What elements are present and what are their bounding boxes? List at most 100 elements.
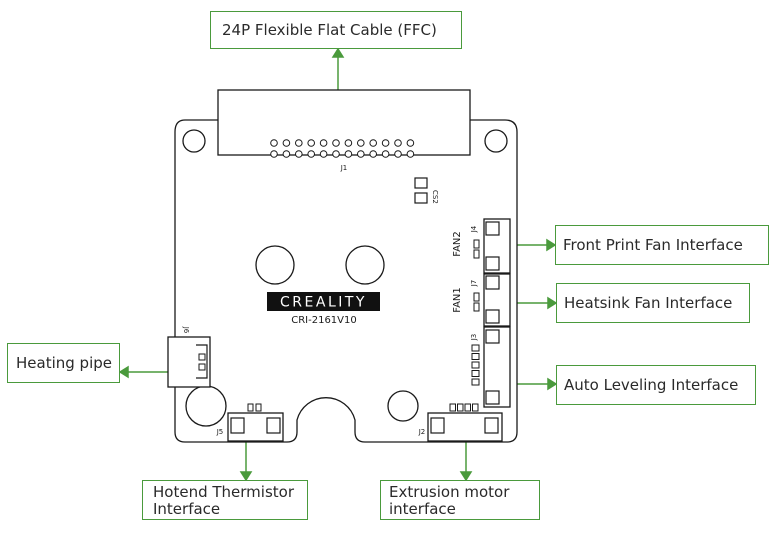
j3-pad-2 bbox=[485, 390, 500, 405]
silk-fan1: FAN1 bbox=[452, 287, 463, 313]
heating-pipe-callout: Heating pipe bbox=[7, 343, 120, 383]
j1-pin bbox=[344, 150, 353, 158]
front-fan-callout-text: Front Print Fan Interface bbox=[563, 236, 743, 254]
cs2-pad-top bbox=[414, 177, 428, 189]
j2-pin bbox=[449, 403, 456, 412]
creality-logo bbox=[267, 292, 380, 311]
thermistor-callout: Hotend Thermistor Interface bbox=[142, 480, 308, 520]
thermistor-callout-line2: Interface bbox=[153, 500, 221, 518]
j3-pin bbox=[471, 378, 480, 386]
j2-pin bbox=[472, 403, 479, 412]
j5-pad-1 bbox=[230, 417, 245, 434]
j4-pin-1 bbox=[473, 239, 480, 249]
creality-logo-text: CREALITY bbox=[280, 295, 367, 311]
mounting-hole-top-left bbox=[182, 129, 206, 153]
j1-pin bbox=[381, 150, 390, 158]
j1-pin bbox=[307, 139, 316, 147]
j2-pin-array bbox=[449, 403, 479, 412]
j2-pad-1 bbox=[430, 417, 445, 434]
j1-pin bbox=[282, 139, 291, 147]
j1-pin bbox=[344, 139, 353, 147]
silk-j4: J4 bbox=[470, 225, 478, 233]
j3-pin bbox=[471, 370, 480, 377]
j2-pin bbox=[457, 403, 464, 412]
j3-pin-array bbox=[471, 344, 480, 386]
heating-pipe-callout-text: Heating pipe bbox=[16, 354, 112, 372]
j6-pin-1 bbox=[198, 353, 206, 361]
j1-pin bbox=[394, 139, 402, 147]
j6-pin-2 bbox=[198, 363, 206, 371]
j2-pin bbox=[464, 403, 471, 412]
auto-leveling-callout-text: Auto Leveling Interface bbox=[564, 376, 739, 394]
j7-pin-1 bbox=[473, 292, 480, 302]
j3-pin bbox=[471, 361, 480, 369]
j1-pin bbox=[295, 139, 303, 147]
autolvl-arrow bbox=[547, 377, 558, 391]
front-fan-callout: Front Print Fan Interface bbox=[555, 225, 769, 265]
j7-pin-2 bbox=[473, 302, 480, 312]
ffc-connector-j1 bbox=[217, 89, 471, 156]
j2-pad-2 bbox=[484, 417, 499, 434]
j1-pin bbox=[381, 139, 390, 147]
silk-j7: J7 bbox=[470, 280, 478, 288]
j7-pad-2 bbox=[485, 309, 500, 324]
extrusion-callout: Extrusion motor interface bbox=[380, 480, 540, 520]
j1-pin bbox=[369, 150, 378, 158]
mounting-hole-center-right bbox=[345, 245, 385, 285]
silk-cs2: CS2 bbox=[431, 190, 439, 204]
thermistor-callout-line1: Hotend Thermistor bbox=[153, 483, 294, 501]
board-outline bbox=[174, 119, 518, 443]
j5-pad-2 bbox=[266, 417, 281, 434]
extrusion-callout-line1: Extrusion motor bbox=[389, 483, 510, 501]
auto-leveling-callout: Auto Leveling Interface bbox=[556, 365, 756, 405]
j1-pin bbox=[394, 150, 402, 158]
j4-pad-1 bbox=[485, 221, 500, 236]
j7-pad-1 bbox=[485, 275, 500, 290]
silk-fan2: FAN2 bbox=[452, 231, 463, 257]
ffc-callout-text: 24P Flexible Flat Cable (FFC) bbox=[222, 21, 437, 39]
thermistor-arrow bbox=[239, 471, 253, 482]
j1-pin bbox=[357, 139, 365, 147]
j3-pin bbox=[471, 353, 480, 360]
ffc-arrow bbox=[331, 47, 345, 58]
silk-j5: J5 bbox=[216, 428, 224, 436]
j4-pad-2 bbox=[485, 256, 500, 271]
j3-pin bbox=[471, 344, 480, 352]
silk-j3: J3 bbox=[470, 334, 478, 342]
silk-j1: J1 bbox=[340, 164, 348, 172]
heating-arrow bbox=[118, 365, 129, 379]
j1-pin bbox=[406, 150, 415, 158]
leader-lines bbox=[118, 47, 558, 482]
j1-pin bbox=[295, 150, 303, 158]
j1-pin bbox=[369, 139, 378, 147]
j1-pin bbox=[270, 150, 278, 158]
mounting-hole-bottom-center bbox=[387, 390, 419, 422]
j4-pin-2 bbox=[473, 249, 480, 259]
j5-pin-2 bbox=[255, 403, 262, 412]
j1-pin bbox=[270, 139, 278, 147]
j1-pin bbox=[319, 139, 328, 147]
heatsink-fan-callout: Heatsink Fan Interface bbox=[556, 283, 750, 323]
cs2-pad-bottom bbox=[414, 192, 428, 204]
silk-j2: J2 bbox=[418, 428, 426, 436]
j1-pin bbox=[307, 150, 316, 158]
j6-latch bbox=[196, 344, 208, 379]
j1-pin bbox=[332, 139, 340, 147]
ffc-callout: 24P Flexible Flat Cable (FFC) bbox=[210, 11, 462, 49]
mounting-hole-center-left bbox=[255, 245, 295, 285]
j1-pin bbox=[282, 150, 291, 158]
mounting-hole-top-right bbox=[484, 129, 508, 153]
extrusion-arrow bbox=[459, 471, 473, 482]
front-fan-arrow bbox=[546, 238, 557, 252]
heatsink-arrow bbox=[547, 296, 558, 310]
extrusion-callout-line2: interface bbox=[389, 500, 456, 518]
j1-pin bbox=[406, 139, 415, 147]
j3-pad-1 bbox=[485, 329, 500, 344]
j1-pin bbox=[357, 150, 365, 158]
board-model-text: CRI-2161V10 bbox=[291, 315, 357, 326]
j1-pin bbox=[319, 150, 328, 158]
j5-pin-1 bbox=[247, 403, 254, 412]
j1-pin bbox=[332, 150, 340, 158]
silk-j6: J6 bbox=[182, 326, 190, 334]
